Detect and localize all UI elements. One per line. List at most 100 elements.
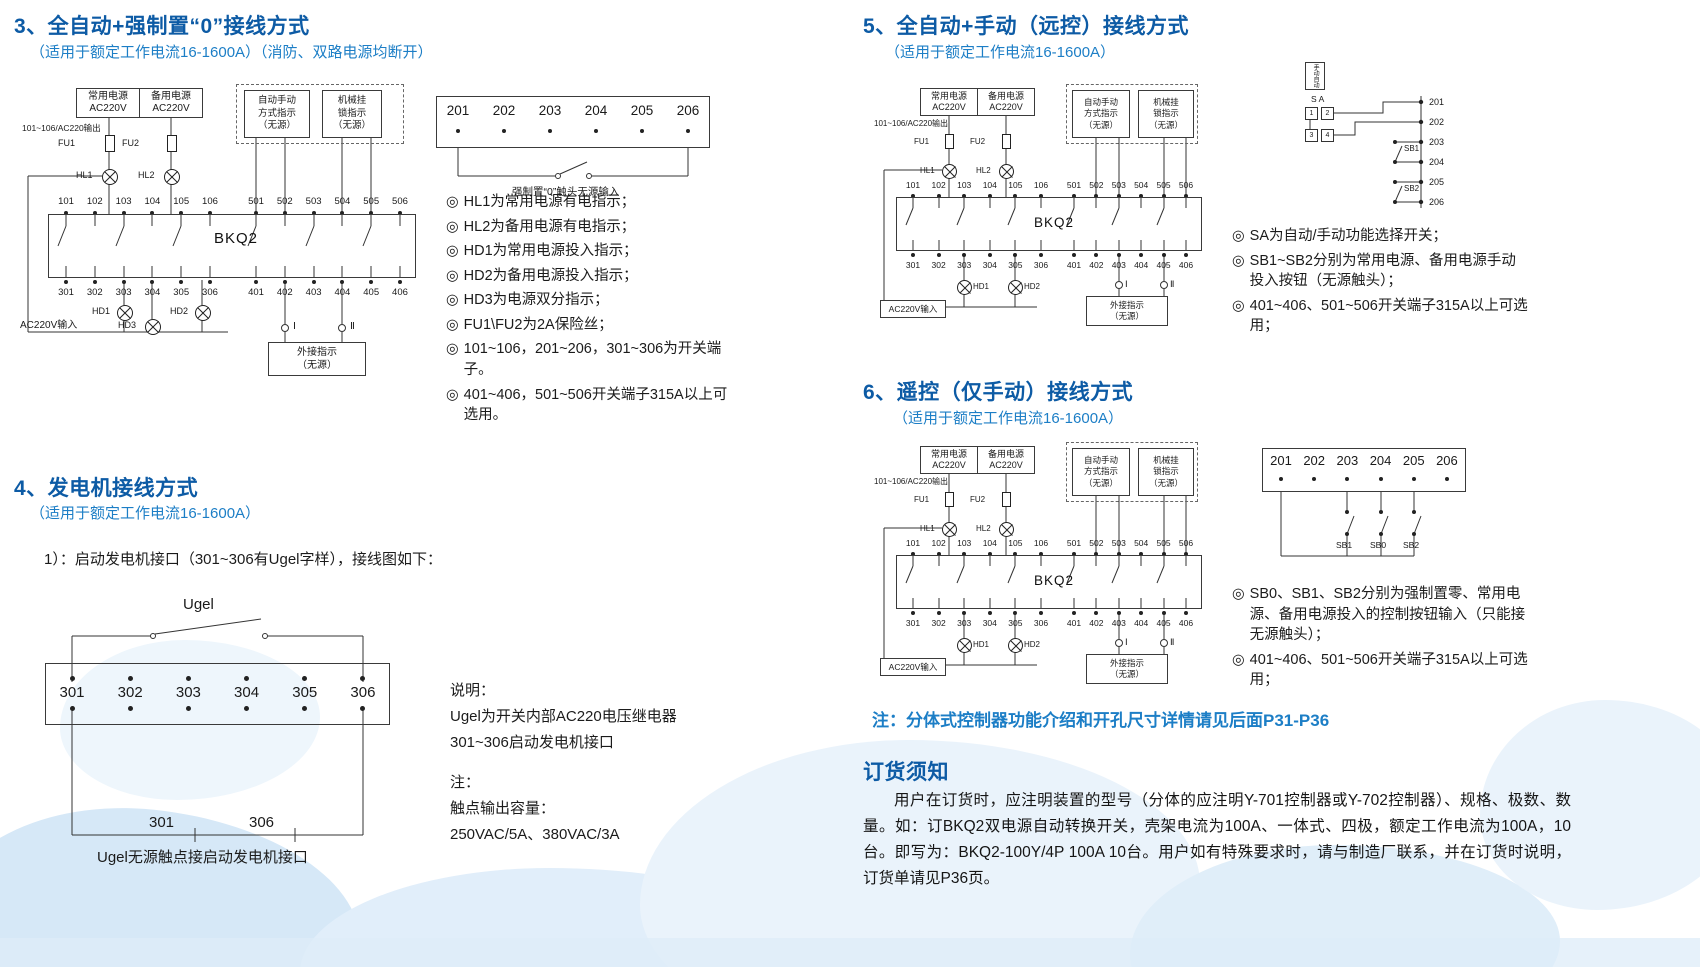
ac-input-label: AC220V输入 — [20, 320, 78, 331]
terminal-dot — [92, 210, 97, 215]
sa-terminal-4: 4 — [1321, 129, 1334, 142]
lamp-hd2-icon — [195, 305, 211, 321]
terminal-number: 204 — [584, 103, 608, 118]
terminal-dot — [502, 128, 506, 133]
section5-subtitle: （适用于额定工作电流16-1600A） — [885, 44, 1116, 61]
terminal-dot — [1013, 253, 1018, 257]
terminal-dot — [911, 193, 915, 198]
terminal-cell: 506 — [1176, 538, 1196, 556]
terminal-cell: 205 — [628, 103, 656, 133]
terminal-dot — [282, 280, 287, 284]
terminal-dot — [64, 280, 68, 284]
terminal-number: 504 — [1134, 180, 1149, 190]
terminal-dot — [1444, 477, 1449, 482]
terminal-cell: 106 — [1030, 538, 1052, 556]
terminal-number: 305 — [1008, 618, 1023, 628]
note-text: 401~406，501~506开关端子315A以上可选用。 — [463, 386, 728, 424]
terminal-cell: 301 — [54, 280, 78, 299]
bullet-icon: ◎ — [446, 386, 459, 403]
fuse1-symbol — [945, 134, 954, 149]
note-item: ◎HL2为备用电源有电指示； — [446, 217, 730, 238]
terminal-cell: 101 — [902, 180, 924, 198]
bullet-icon: ◎ — [446, 218, 459, 235]
note-item: ◎401~406，501~506开关端子315A以上可选用。 — [446, 385, 730, 426]
box-line: 锁指示 — [1153, 466, 1179, 477]
terminal-dot — [254, 210, 258, 215]
box-line: AC220V输入 — [888, 662, 938, 672]
terminal-dot — [987, 551, 992, 556]
fuse2-symbol — [1002, 492, 1011, 507]
terminal-cell: 306 — [198, 280, 222, 299]
terminal-cell: 301 — [902, 611, 924, 629]
note-item: ◎HL1为常用电源有电指示； — [446, 192, 730, 213]
terminal-number: 306 — [202, 287, 218, 298]
section3-title: 3、全自动+强制置“0”接线方式 — [14, 15, 310, 38]
note-item: ◎401~406、501~506开关端子315A以上可选用； — [1232, 650, 1538, 691]
terminal-dot — [1013, 551, 1018, 556]
terminal-dot — [1072, 253, 1076, 257]
terminal-number: 404 — [1134, 618, 1149, 628]
sa-terminal-1: 1 — [1305, 107, 1318, 120]
terminal-number: 206 — [676, 103, 700, 118]
terminal-cell: 305 — [169, 280, 193, 299]
terminal-number: 303 — [175, 684, 201, 701]
lamp-hl2-label: HL2 — [976, 524, 991, 533]
map-blob — [1480, 700, 1700, 910]
bullet-icon: ◎ — [1232, 651, 1245, 668]
terminal-dot — [1378, 477, 1383, 482]
output-note: 101~106/AC220输出 — [874, 119, 949, 128]
terminal-number: 502 — [276, 196, 293, 207]
box-line: 机械挂 — [337, 95, 367, 107]
terminal-dot — [150, 210, 155, 215]
terminal-number: 406 — [1178, 260, 1194, 270]
terminal-number: 101 — [905, 538, 921, 548]
terminal-number: 301 — [58, 287, 74, 298]
terminal-dot — [1116, 193, 1121, 198]
terminal-dot — [1038, 253, 1043, 257]
box-line: AC220V — [152, 103, 190, 114]
sa-terminal-3: 3 — [1305, 129, 1318, 142]
note-text: HD2为备用电源投入指示； — [463, 267, 638, 284]
terminal-dot — [1139, 611, 1144, 615]
output-note: 101~106/AC220输出 — [22, 123, 101, 133]
terminal-number: 203 — [1336, 453, 1359, 468]
terminal-dot — [936, 611, 941, 615]
terminal-cell: 303 — [953, 611, 975, 629]
note-item: ◎101~106，201~206，301~306为开关端子。 — [446, 339, 730, 380]
terminal-dot — [311, 280, 316, 284]
terminal-number: 106 — [1033, 538, 1049, 548]
terminal-dot — [69, 705, 75, 711]
bullet-icon: ◎ — [1232, 228, 1245, 244]
terminal-number: 201 — [1429, 97, 1445, 107]
terminal-dot — [397, 280, 402, 284]
lamp-hl1-icon — [102, 169, 118, 185]
terminal-number: 305 — [292, 684, 318, 701]
bullet-icon: ◎ — [446, 243, 459, 260]
terminal-number: 103 — [115, 196, 132, 207]
terminal-dot — [1345, 477, 1350, 482]
terminal-number: 103 — [957, 538, 972, 548]
terminal-cell: 103 — [953, 180, 975, 198]
roman-one-label: Ⅰ — [1125, 637, 1128, 647]
terminal-number: 204 — [1369, 453, 1392, 468]
note-line: 301~306启动发电机接口 — [450, 734, 614, 751]
section5-wiring-lines — [883, 116, 1187, 308]
terminal-cell: 501 — [1064, 538, 1084, 556]
terminal-dot — [369, 280, 374, 284]
section6-wiring-lines — [883, 474, 1187, 666]
sa-terminal-2: 2 — [1321, 107, 1334, 120]
terminal-dot — [1094, 253, 1099, 257]
lamp-hd2-label: HD2 — [1024, 282, 1041, 291]
terminal-number: 504 — [1134, 538, 1149, 548]
note-line: 触点输出容量： — [450, 800, 556, 817]
strip-lines — [457, 148, 689, 179]
fuse2-label: FU2 — [122, 138, 140, 148]
terminal-cell: 203 — [536, 103, 564, 133]
terminal-number: 203 — [538, 103, 562, 118]
box-line: 自动手动 — [1083, 97, 1118, 108]
note-text: 401~406、501~506开关端子315A以上可选用； — [1249, 651, 1528, 689]
terminal-cell: 105 — [1004, 180, 1026, 198]
